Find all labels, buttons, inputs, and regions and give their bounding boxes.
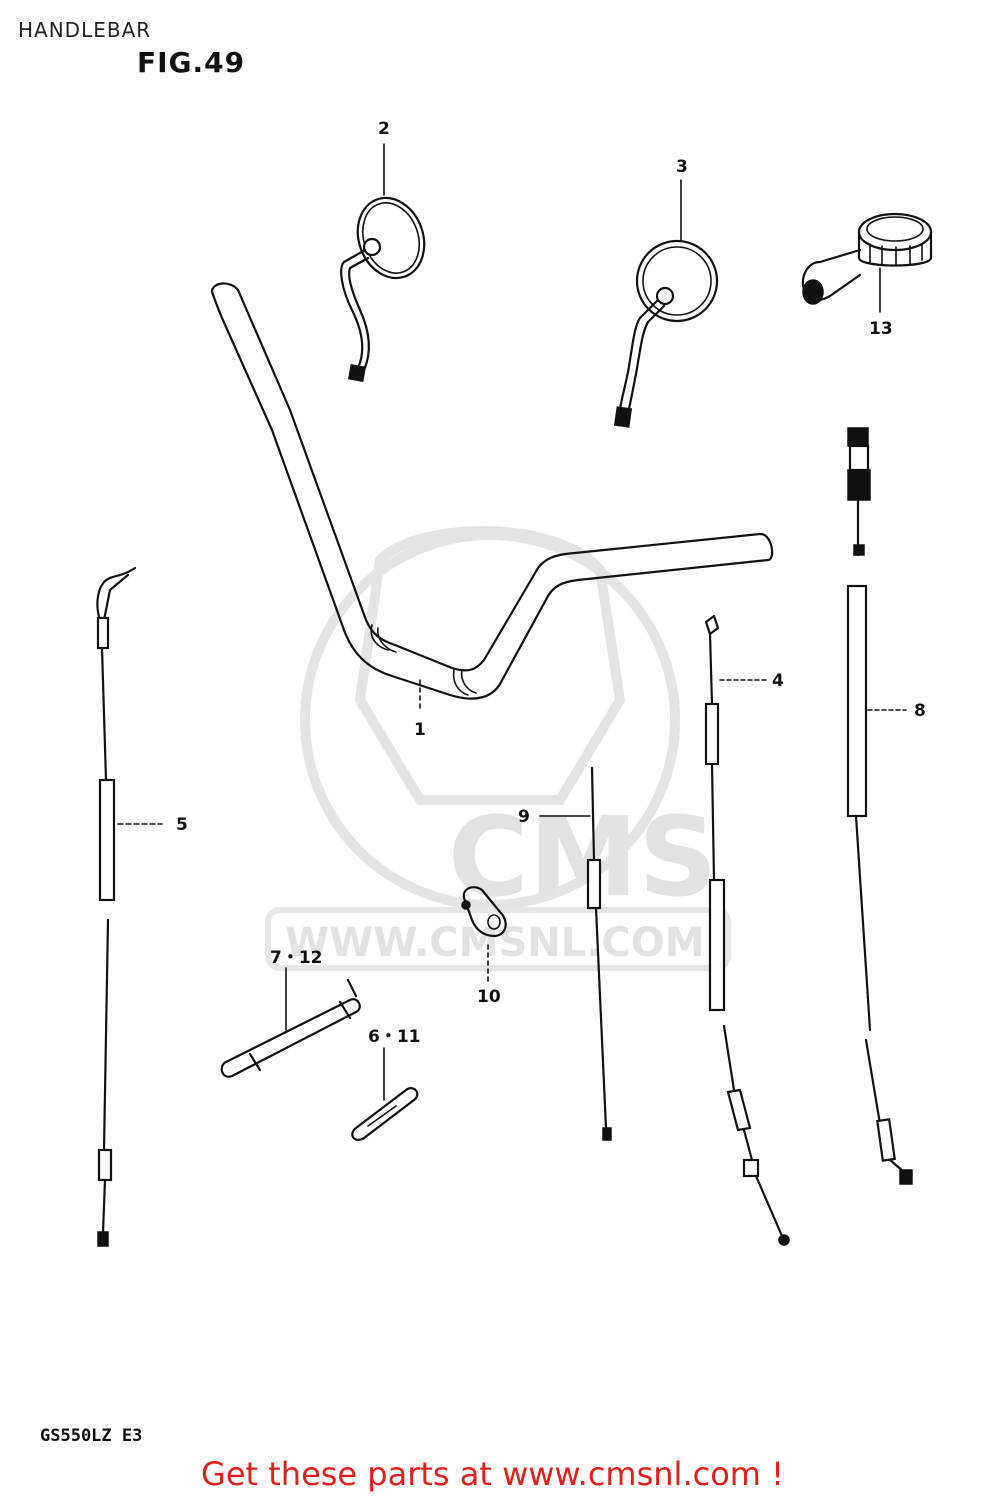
callout-6-11: 6・11 xyxy=(368,1027,421,1047)
cta-link[interactable]: Get these parts at www.cmsnl.com ! xyxy=(201,1455,784,1493)
section-title: HANDLEBAR xyxy=(18,18,152,42)
cable-part-9 xyxy=(539,766,612,1141)
throttle-grip-part-13 xyxy=(801,212,933,313)
callout-9: 9 xyxy=(518,807,530,827)
mirror-right-part-3 xyxy=(613,179,719,428)
clutch-cable-part-4 xyxy=(704,614,790,1246)
callout-10: 10 xyxy=(477,987,501,1007)
watermark-mascot xyxy=(354,526,626,805)
watermark-brand: CMS xyxy=(448,793,717,921)
callout-4: 4 xyxy=(772,671,784,691)
watermark-url: WWW.CMSNL.COM xyxy=(285,920,705,966)
watermark: CMS WWW.CMSNL.COM xyxy=(265,526,731,971)
cable-holder-part-6-11 xyxy=(351,1047,419,1141)
callout-3: 3 xyxy=(676,157,688,177)
callout-13: 13 xyxy=(869,319,893,339)
callout-2: 2 xyxy=(378,119,390,139)
throttle-cable-part-5 xyxy=(96,566,163,1247)
model-code: GS550LZ E3 xyxy=(40,1426,143,1446)
clamp-part-10 xyxy=(461,886,507,983)
mirror-left-part-2 xyxy=(340,143,426,382)
figure-label: FIG.49 xyxy=(137,46,246,79)
speedometer-cable-part-8 xyxy=(846,427,913,1185)
handlebar-part-1 xyxy=(210,282,774,713)
callout-1: 1 xyxy=(414,720,426,740)
callout-8: 8 xyxy=(914,701,926,721)
callout-5: 5 xyxy=(176,815,188,835)
cable-adjuster-part-7-12 xyxy=(220,967,361,1078)
callout-7-12: 7・12 xyxy=(270,948,323,968)
